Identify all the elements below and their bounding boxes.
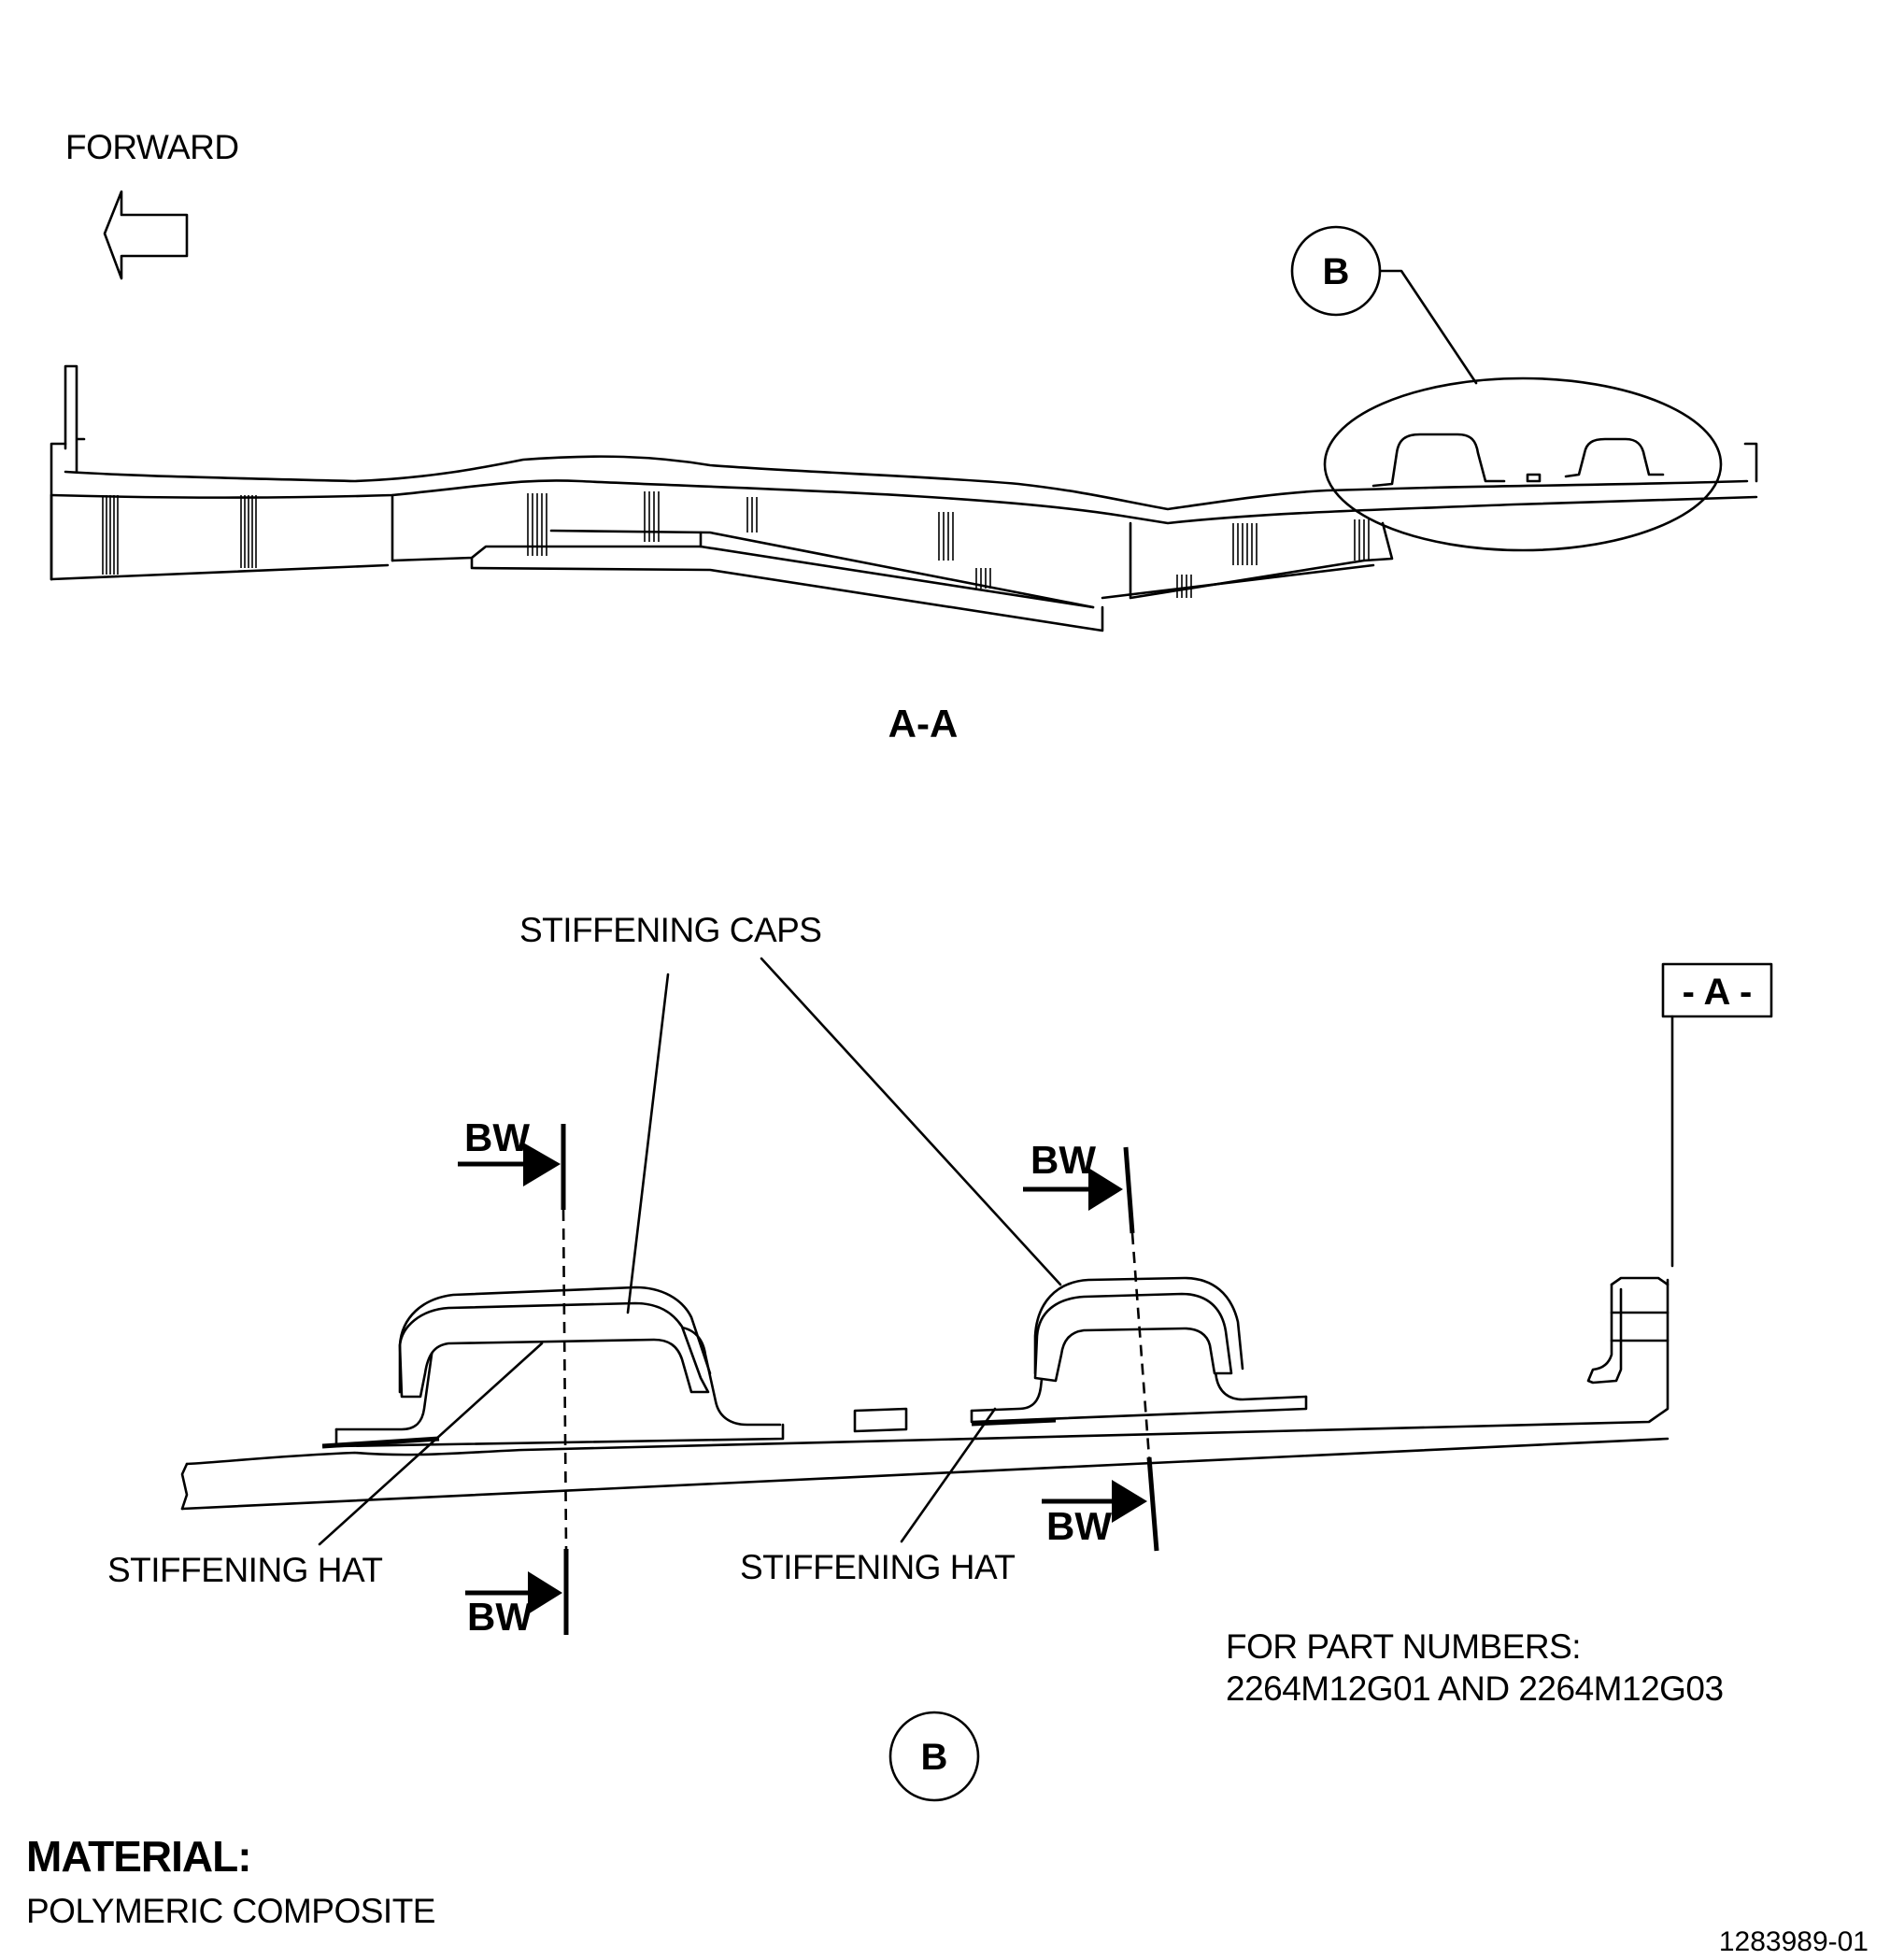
figure-id: 1283989-01: [1719, 1926, 1869, 1957]
bw-label-left-top: BW: [464, 1115, 530, 1159]
detail-b-view-label: B: [921, 1737, 948, 1778]
datum-a-frame: [1661, 962, 1773, 1018]
bw-cut-line-right: [1023, 1146, 1159, 1552]
hat-leader-left: [318, 1342, 544, 1546]
detail-b-leader: [1379, 269, 1478, 385]
material-heading: MATERIAL:: [26, 1832, 251, 1881]
detail-b-drawing: [180, 1276, 1670, 1511]
detail-b-callout-circle: [1290, 225, 1382, 317]
material-value: POLYMERIC COMPOSITE: [26, 1892, 435, 1930]
stiffening-hat-left-label: STIFFENING HAT: [107, 1551, 382, 1589]
stiffening-hat-right-label: STIFFENING HAT: [740, 1548, 1015, 1586]
bw-label-right-bottom: BW: [1046, 1504, 1112, 1548]
datum-a-label: - A -: [1683, 972, 1753, 1013]
caps-leader-left: [626, 973, 670, 1314]
bw-label-right-top: BW: [1030, 1138, 1096, 1182]
part-numbers-line1: FOR PART NUMBERS:: [1226, 1627, 1581, 1666]
bw-label-left-bottom: BW: [467, 1595, 533, 1639]
forward-arrow-icon: [103, 190, 189, 280]
bw-cut-line-left: [458, 1124, 569, 1635]
section-view-title: A-A: [888, 702, 959, 746]
detail-b-callout-label: B: [1323, 251, 1350, 292]
stiffening-caps-label: STIFFENING CAPS: [519, 911, 821, 949]
detail-b-view-circle: [888, 1711, 980, 1802]
caps-leader-right: [760, 957, 1062, 1286]
detail-b-boundary: [1323, 376, 1723, 552]
section-a-a-drawing: [50, 364, 1758, 632]
hat-leader-right: [900, 1407, 997, 1543]
forward-label: FORWARD: [65, 128, 239, 166]
part-numbers-line2: 2264M12G01 AND 2264M12G03: [1226, 1669, 1724, 1708]
